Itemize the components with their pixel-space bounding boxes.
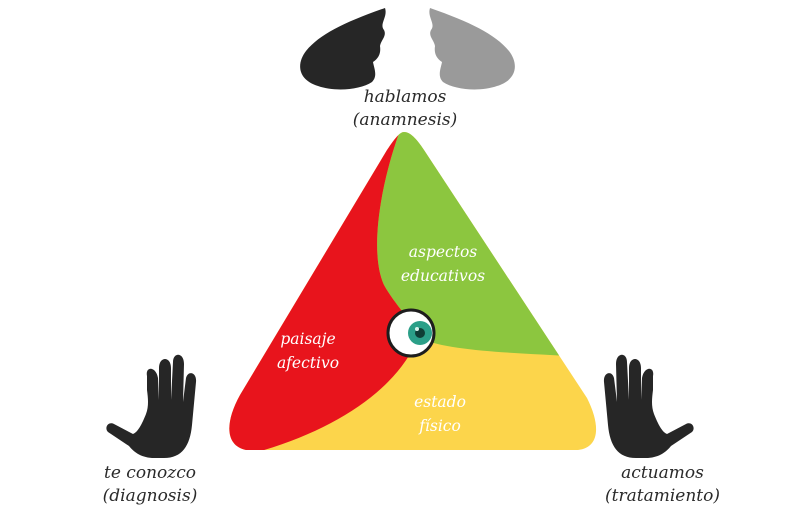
section-green-label: aspectos educativos bbox=[383, 240, 503, 288]
section-red-label: paisaje afectivo bbox=[258, 327, 358, 375]
section-yellow-label: estado físico bbox=[395, 390, 485, 438]
face-left bbox=[300, 8, 386, 90]
section-green-line1: aspectos bbox=[408, 243, 478, 261]
label-right-line1: actuamos bbox=[621, 463, 704, 483]
label-right-line2: (tratamiento) bbox=[605, 486, 720, 506]
label-left-line1: te conozco bbox=[104, 463, 196, 483]
eye-icon bbox=[386, 308, 436, 358]
section-yellow-line2: físico bbox=[419, 417, 461, 435]
label-left: te conozco (diagnosis) bbox=[70, 462, 230, 508]
raised-hand-icon-right bbox=[603, 354, 694, 458]
raised-hand-icon-left bbox=[106, 354, 197, 458]
label-top-line1: hablamos bbox=[363, 87, 447, 107]
two-faces-facing-icon bbox=[300, 8, 515, 90]
label-right: actuamos (tratamiento) bbox=[575, 462, 750, 508]
section-red-line2: afectivo bbox=[276, 354, 340, 372]
face-right bbox=[429, 8, 515, 90]
label-left-line2: (diagnosis) bbox=[102, 486, 198, 506]
section-green-line2: educativos bbox=[400, 267, 486, 285]
section-red-line1: paisaje bbox=[280, 330, 336, 348]
section-yellow-line1: estado bbox=[414, 393, 466, 411]
label-top-line2: (anamnesis) bbox=[352, 110, 458, 130]
label-top: hablamos (anamnesis) bbox=[330, 86, 480, 132]
